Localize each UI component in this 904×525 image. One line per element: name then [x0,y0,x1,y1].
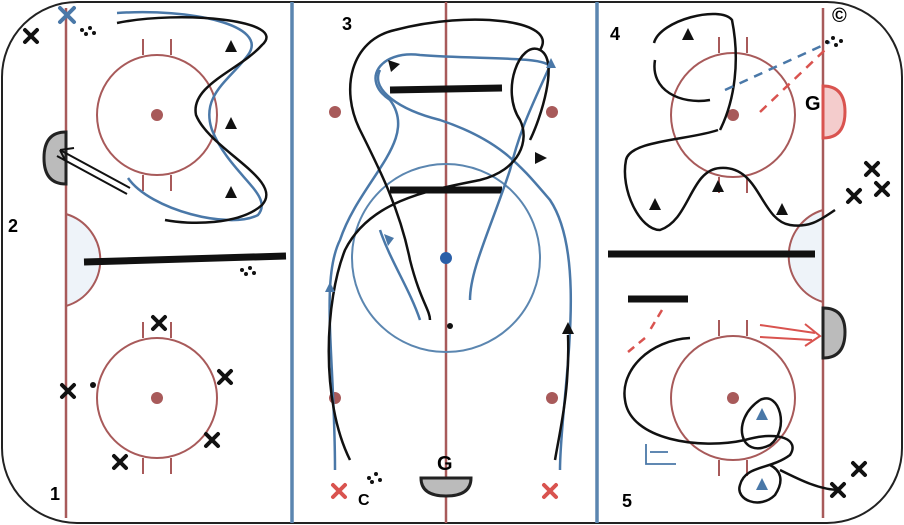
x-player-icon [331,483,558,499]
barriers [83,84,815,303]
coach-label: © [832,5,847,27]
center-dot [440,252,452,264]
goalie-label: G [437,453,453,475]
pass-dashed-red [627,309,664,353]
faceoff-circles [96,37,796,476]
triangle-cone-icon [325,58,768,490]
goalie-label: G [805,93,821,115]
drill-number-1: 1 [50,484,60,504]
net-icon [821,306,847,360]
center-circle [351,163,541,353]
skate-path-blue [328,53,551,471]
x-player-icon [58,6,76,24]
puck-icon [90,382,96,388]
drill-number-4: 4 [610,24,620,44]
coach-label: C [358,492,370,509]
drill-number-5: 5 [622,491,632,511]
puck-icon [447,323,453,329]
skate-path-black [553,334,570,461]
puck-pile-icon [80,26,843,484]
drill-number-3: 3 [342,14,352,34]
skate-path-black [327,18,550,461]
skate-path-blue [116,10,263,222]
skate-path-black [623,12,836,232]
pass-dashed-blue [724,40,831,92]
pass-arrow [56,147,131,195]
triangle-cone-icon [225,28,788,334]
x-player-icon [23,28,890,498]
pass-arrow-red [759,323,822,347]
net-icon [821,84,847,140]
drill-number-2: 2 [8,216,18,236]
screen-marker [645,444,676,465]
net-icon [42,130,68,186]
skate-path-black [116,16,268,224]
skate-path-black [623,336,841,504]
net-icon [419,476,473,498]
